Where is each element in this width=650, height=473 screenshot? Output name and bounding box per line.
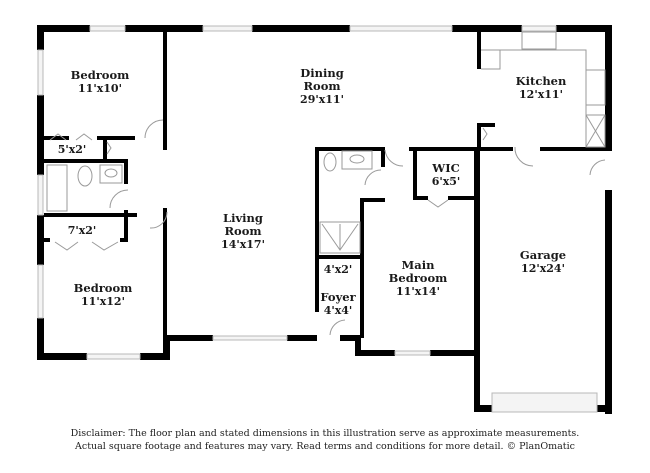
room-size: 6'x5' [431, 175, 461, 188]
room-size: 4'x4' [323, 304, 353, 317]
room-name-line1: Dining [300, 66, 344, 80]
room-label-kitchen: Kitchen 12'x11' [515, 74, 567, 102]
room-label-foyer: Foyer 4'x4' [320, 290, 356, 318]
room-label-bedroom-1: Bedroom 11'x10' [70, 68, 130, 96]
room-name-line1: Living [223, 211, 263, 225]
windows [37, 25, 598, 413]
room-size: 11'x14' [396, 285, 440, 298]
room-label-closet-1: 5'x2' [58, 143, 87, 156]
room-size: 29'x11' [300, 93, 344, 106]
room-name-line1: Main [401, 258, 435, 272]
room-name-line2: Room [303, 79, 341, 93]
room-name-line2: Bedroom [388, 271, 448, 285]
exterior-walls [37, 25, 612, 414]
room-name: WIC [432, 161, 460, 175]
room-size: 11'x10' [78, 82, 122, 95]
disclaimer-line-1: Disclaimer: The floor plan and stated di… [70, 428, 580, 439]
room-name: Kitchen [515, 74, 567, 88]
doors-and-fixtures [46, 31, 606, 336]
room-name: Bedroom [73, 281, 133, 295]
room-size: 12'x11' [519, 88, 563, 101]
room-label-garage: Garage 12'x24' [519, 248, 567, 276]
room-label-closet-3: 4'x2' [324, 263, 353, 276]
room-name: Foyer [320, 290, 356, 304]
room-label-main-bedroom: Main Bedroom 11'x14' [388, 258, 448, 299]
room-label-dining-room: Dining Room 29'x11' [300, 66, 344, 107]
room-size: 4'x2' [323, 263, 353, 276]
room-label-wic: WIC 6'x5' [431, 161, 461, 189]
room-label-living-room: Living Room 14'x17' [221, 211, 265, 252]
room-size: 12'x24' [521, 262, 565, 275]
room-size: 7'x2' [67, 224, 97, 237]
interior-walls [44, 32, 612, 338]
room-name: Bedroom [70, 68, 130, 82]
room-label-closet-2: 7'x2' [68, 224, 97, 237]
room-size: 5'x2' [57, 143, 87, 156]
room-name: Garage [519, 248, 567, 262]
room-name-line2: Room [224, 224, 262, 238]
room-size: 11'x12' [81, 295, 125, 308]
disclaimer: Disclaimer: The floor plan and stated di… [0, 427, 650, 453]
room-size: 14'x17' [221, 238, 265, 251]
disclaimer-line-2: Actual square footage and features may v… [75, 441, 575, 452]
room-label-bedroom-2: Bedroom 11'x12' [73, 281, 133, 309]
